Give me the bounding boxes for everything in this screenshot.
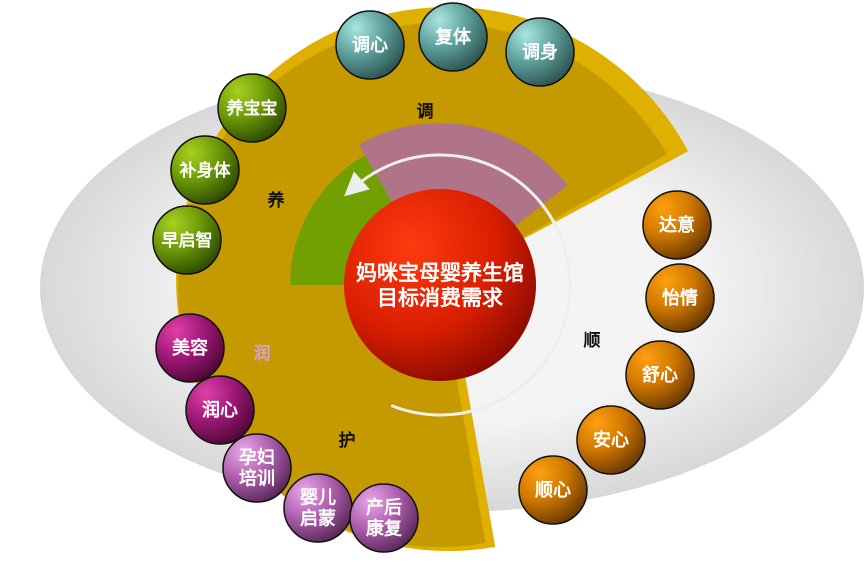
bubble-run: 润心 — [185, 375, 255, 445]
bubble-label: 怡情 — [662, 287, 698, 309]
bubble-label: 启蒙 — [300, 508, 336, 530]
bubble-label: 安心 — [593, 429, 629, 451]
bubble-label: 复体 — [434, 26, 472, 48]
bubble-shun: 舒心 — [625, 340, 695, 410]
bubble-circle — [576, 405, 646, 475]
bubble-circle — [418, 2, 488, 72]
bubble-circle — [642, 190, 712, 260]
segment-label-tiao: 调 — [417, 102, 434, 122]
bubble-label: 孕妇 — [239, 447, 275, 469]
bubble-tiao: 调身 — [505, 17, 575, 87]
bubble-label: 达意 — [659, 214, 695, 236]
bubble-circle — [505, 17, 575, 87]
bubble-circle — [217, 73, 287, 143]
bubble-circle — [185, 375, 255, 445]
bubble-circle — [625, 340, 695, 410]
bubble-circle — [335, 10, 405, 80]
bubble-label: 养宝宝 — [226, 98, 278, 119]
bubble-circle — [349, 483, 419, 553]
bubble-label: 调身 — [522, 41, 558, 63]
bubble-circle — [222, 433, 292, 503]
bubble-shun: 达意 — [642, 190, 712, 260]
bubble-yang: 早启智 — [152, 205, 222, 275]
bubble-label: 早启智 — [162, 230, 213, 251]
bubble-label: 产后 — [366, 497, 402, 519]
segment-label-hu: 护 — [339, 430, 356, 451]
bubble-label: 培训 — [239, 468, 275, 490]
bubble-shun: 安心 — [576, 405, 646, 475]
bubble-yang: 养宝宝 — [217, 73, 287, 143]
bubble-run: 美容 — [155, 313, 225, 383]
bubble-label: 婴儿 — [300, 488, 336, 509]
bubble-label: 补身体 — [179, 160, 232, 181]
bubble-circle — [155, 313, 225, 383]
segment-label-run: 润 — [254, 343, 271, 364]
segment-label-yang: 养 — [267, 190, 286, 211]
bubble-tiao: 复体 — [418, 2, 488, 72]
bubble-circle — [645, 263, 715, 333]
center-title-line1: 妈咪宝母婴养生馆 — [356, 261, 524, 285]
bubble-yang: 补身体 — [170, 135, 240, 205]
bubble-label: 调心 — [352, 35, 388, 56]
bubble-circle — [518, 455, 588, 525]
cycle-arrow — [344, 153, 572, 417]
bubble-circle — [152, 205, 222, 275]
bubble-label: 润心 — [202, 399, 238, 421]
segment-label-shun: 顺 — [584, 331, 601, 351]
bubble-label: 康复 — [366, 518, 403, 540]
bubble-circle — [170, 135, 240, 205]
bubble-tiao: 调心 — [335, 10, 405, 80]
bubble-label: 顺心 — [535, 480, 571, 501]
bubble-label: 舒心 — [642, 364, 678, 386]
bubble-label: 美容 — [172, 337, 208, 359]
center-title-line2: 目标消费需求 — [377, 286, 503, 310]
center-ball — [344, 189, 536, 381]
bubble-shun: 怡情 — [645, 263, 715, 333]
bubble-shun: 顺心 — [518, 455, 588, 525]
